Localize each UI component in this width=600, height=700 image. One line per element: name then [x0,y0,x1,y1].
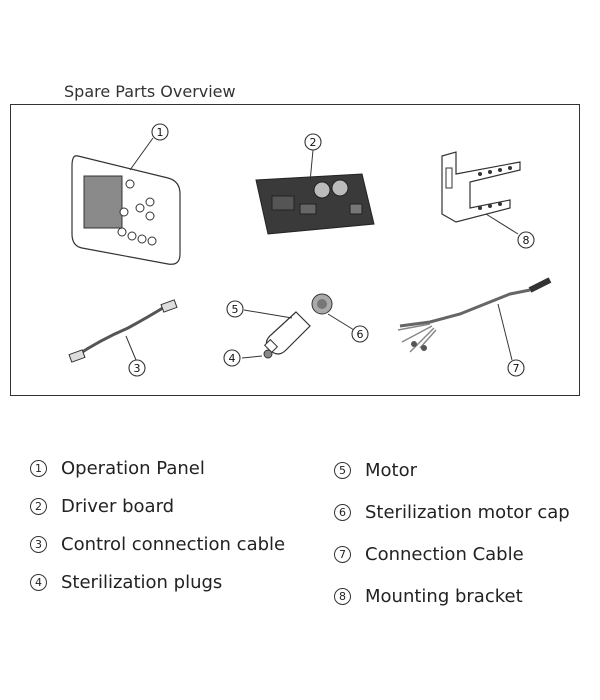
legend-item-mounting-bracket: 8 Mounting bracket [334,586,523,607]
legend-label: Sterilization motor cap [365,502,570,523]
legend-number: 1 [30,460,47,477]
legend-number: 3 [30,536,47,553]
operation-panel-drawing [71,137,181,265]
legend-label: Operation Panel [61,458,205,479]
legend-item-control-connection-cable: 3 Control connection cable [30,534,285,555]
legend-item-operation-panel: 1 Operation Panel [30,458,205,479]
spare-parts-illustration: 1 2 8 3 [68,123,552,377]
page-title: Spare Parts Overview [64,82,236,101]
callout-5: 5 [226,300,244,318]
legend-label: Connection Cable [365,544,524,565]
callout-4: 4 [223,349,241,367]
motor-drawing [243,309,311,355]
svg-text:5: 5 [232,303,239,316]
svg-text:3: 3 [134,362,141,375]
legend-item-motor: 5 Motor [334,460,417,481]
legend-item-sterilization-plugs: 4 Sterilization plugs [30,572,222,593]
svg-text:2: 2 [310,136,317,149]
svg-text:7: 7 [513,362,520,375]
callout-6: 6 [351,325,369,343]
svg-text:4: 4 [229,352,236,365]
svg-text:6: 6 [357,328,364,341]
connection-cable-drawing [397,277,552,361]
illustration-frame [10,104,580,396]
legend-label: Driver board [61,496,175,517]
driver-board-drawing [255,149,375,235]
legend-label: Motor [365,460,418,481]
legend-item-driver-board: 2 Driver board [30,496,174,517]
legend-label: Mounting bracket [365,586,523,607]
svg-text:1: 1 [157,126,164,139]
legend-label: Control connection cable [61,534,286,555]
legend-number: 5 [334,462,351,479]
legend-item-connection-cable: 7 Connection Cable [334,544,524,565]
legend-number: 2 [30,498,47,515]
legend-number: 8 [334,588,351,605]
legend-number: 7 [334,546,351,563]
callout-1: 1 [151,123,169,141]
callout-2: 2 [304,133,322,151]
svg-text:8: 8 [523,234,530,247]
legend-label: Sterilization plugs [61,572,223,593]
callout-3: 3 [128,359,146,377]
sterilization-plug-drawing [241,349,273,359]
mounting-bracket-drawing [441,151,521,235]
legend-number: 6 [334,504,351,521]
callout-7: 7 [507,359,525,377]
legend-number: 4 [30,574,47,591]
legend-item-sterilization-motor-cap: 6 Sterilization motor cap [334,502,570,523]
control-cable-drawing [68,299,178,363]
callout-8: 8 [517,231,535,249]
motor-cap-drawing [311,293,355,331]
